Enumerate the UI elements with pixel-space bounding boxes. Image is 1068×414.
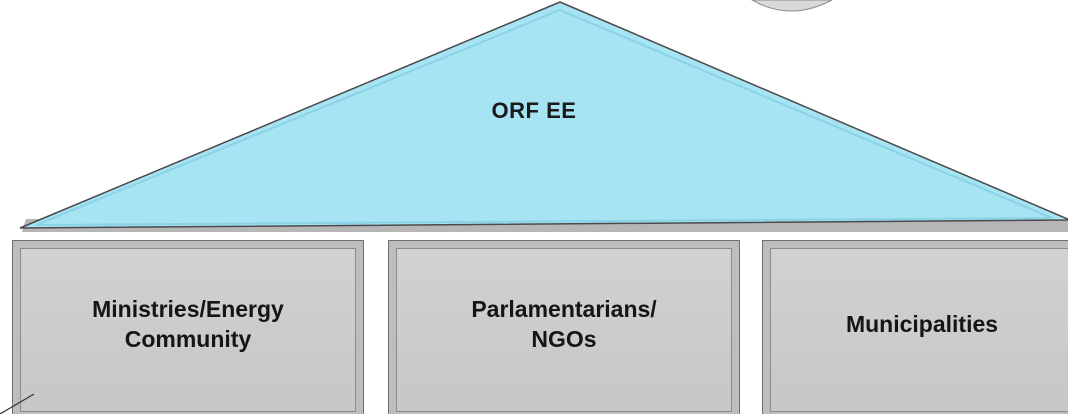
pillar-label-municipalities: Municipalities: [845, 311, 999, 337]
pillar-label-parlamentarians: Parlamentarians/ NGOs: [471, 296, 657, 352]
pillar-municipalities: Municipalities: [762, 240, 1068, 414]
pillar-parlamentarians: Parlamentarians/ NGOs: [388, 240, 740, 414]
roof-bevel: [35, 8, 1053, 226]
pillar-label-ministries: Ministries/Energy Community: [92, 296, 284, 352]
roof-shape: [19, 1, 1068, 229]
pillar-ministries: Ministries/Energy Community: [12, 240, 364, 414]
roof-triangle: [19, 1, 1068, 232]
roof-label: ORF EE: [491, 98, 577, 123]
